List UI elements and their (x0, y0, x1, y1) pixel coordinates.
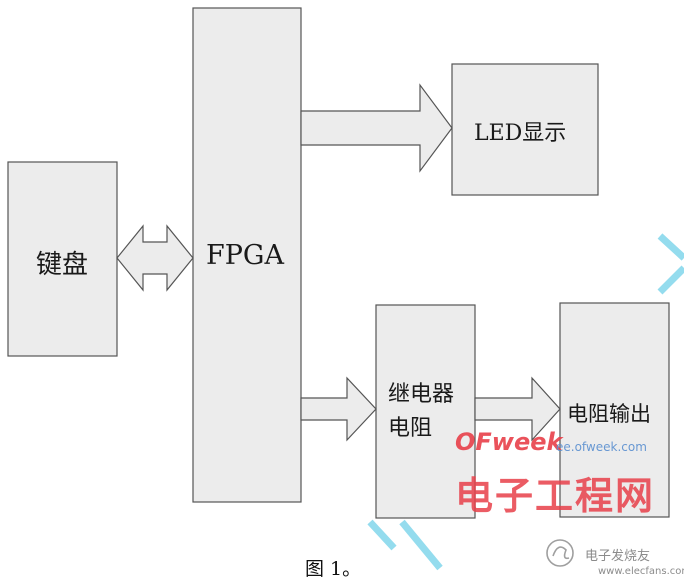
figure-caption: 图 1。 (305, 558, 362, 580)
relay-label: 继电器 (388, 382, 455, 407)
fpga-to-relay-arrow (300, 376, 377, 442)
watermark-cyan-stroke-bottom (367, 519, 443, 571)
watermark-bottom-url: www.elecfans.com (598, 566, 684, 577)
watermark-brand: OFweek (455, 428, 563, 456)
fpga-block (192, 7, 302, 503)
fpga-to-led-arrow (300, 83, 453, 173)
watermark-bottom-brand: 电子发烧友 (585, 549, 651, 564)
resistor-output-label: 电阻输出 (567, 402, 651, 426)
watermark-name: 电子工程网 (455, 474, 656, 518)
watermark-cyan-stroke-right (657, 233, 684, 295)
resistor-output-block (559, 302, 670, 518)
led-display-label: LED显示 (474, 121, 567, 146)
resistor-label: 电阻 (388, 416, 433, 441)
elecfans-logo-icon (546, 539, 574, 567)
keyboard-fpga-bidirectional-arrow (116, 224, 194, 292)
keyboard-label: 键盘 (36, 250, 89, 280)
led-display-block (451, 63, 599, 196)
fpga-label: FPGA (206, 240, 284, 271)
keyboard-block (7, 161, 118, 357)
relay-to-output-arrow (474, 376, 561, 442)
relay-resistor-block (375, 304, 476, 519)
watermark-url: ee.ofweek.com (556, 440, 647, 454)
